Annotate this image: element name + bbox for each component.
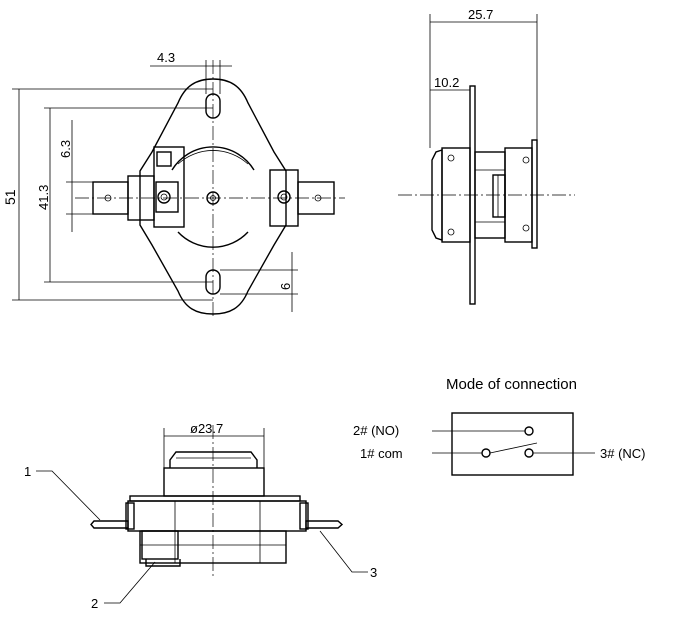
dim-51: 51 <box>2 189 18 205</box>
leader-2 <box>104 561 156 604</box>
front-disc-cap <box>169 451 258 468</box>
left-terminal <box>92 146 185 228</box>
callout-2: 2 <box>91 596 98 611</box>
dim-25-7: 25.7 <box>468 7 493 22</box>
front-view: ø23.7 1 2 3 <box>24 421 377 611</box>
label-com: 1# com <box>360 446 403 461</box>
mounting-hole-top <box>205 93 221 119</box>
dim-4-3: 4.3 <box>157 50 175 65</box>
mounting-flange <box>139 78 287 315</box>
connection-diagram: Mode of connection 2# (NO) 1# com 3# (NC… <box>353 376 646 476</box>
callout-3: 3 <box>370 565 377 580</box>
switch-contact-arm <box>489 442 538 454</box>
leader-1 <box>36 470 101 521</box>
connection-title: Mode of connection <box>446 376 577 393</box>
dim-6: 6 <box>278 283 293 290</box>
dim-41-3: 41.3 <box>36 185 51 210</box>
center-rivet <box>206 191 220 205</box>
central-disc <box>171 146 255 171</box>
top-view: 4.3 51 41.3 6.3 6 <box>2 50 345 318</box>
label-no: 2# (NO) <box>353 423 399 438</box>
front-terminal-right <box>305 520 344 529</box>
dim-6-3: 6.3 <box>58 140 73 158</box>
dim-diameter: ø23.7 <box>190 421 223 436</box>
front-flange <box>129 495 301 502</box>
side-view: 25.7 10.2 <box>398 7 575 305</box>
front-body <box>127 500 307 532</box>
right-terminal <box>269 169 335 227</box>
switch-box <box>451 412 574 476</box>
front-terminal-left <box>90 520 129 529</box>
dim-10-2: 10.2 <box>434 75 459 90</box>
label-nc: 3# (NC) <box>600 446 646 461</box>
leader-3 <box>319 530 368 573</box>
callout-1: 1 <box>24 464 31 479</box>
